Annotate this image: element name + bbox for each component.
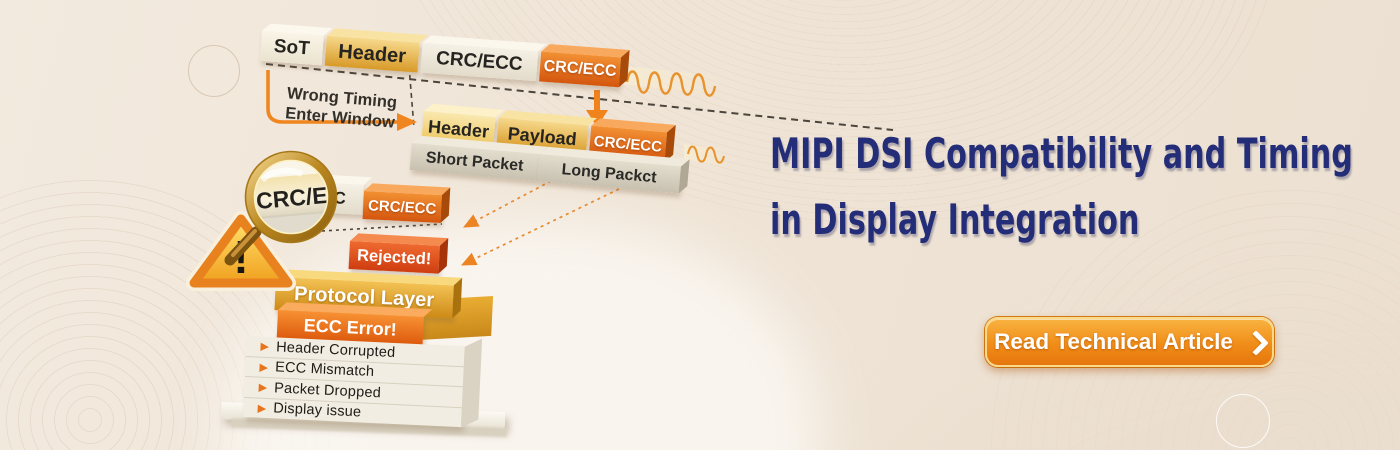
packet1-crc-error-block: CRC/ECC	[539, 51, 622, 88]
dotted-connector-short-packet	[462, 180, 552, 228]
inspection-row: CRC/ECC	[250, 179, 366, 215]
packet1-crc-label: CRC/ECC	[435, 47, 524, 76]
packet1-header-block: Header	[324, 35, 420, 73]
issue-label: Packet Dropped	[273, 380, 382, 402]
long-packet-label: Long Packct	[560, 160, 658, 186]
inspected-crc-bar: CRC/ECC	[250, 179, 364, 215]
read-article-button[interactable]: Read Technical Article	[985, 317, 1274, 367]
headline-line2: in Display Integration	[770, 195, 1140, 244]
rejected-row: Rejected!	[348, 241, 443, 274]
bar-fade-strip-2	[684, 144, 724, 167]
warning-triangle-icon: !	[186, 211, 296, 291]
read-article-button-label: Read Technical Article	[994, 329, 1233, 354]
dashed-window-edge	[408, 65, 415, 129]
chevron-right-icon	[1243, 329, 1269, 356]
packet1-header-label: Header	[337, 40, 407, 68]
triangle-bullet-icon: ▶	[258, 381, 268, 395]
long-packet-base: Long Packct	[537, 154, 681, 194]
triangle-bullet-icon: ▶	[257, 402, 267, 415]
inspection-crc-error-row: CRC/ECC	[362, 191, 445, 224]
packet1-crc-block: CRC/ECC	[420, 42, 539, 82]
ecc-error-label: ECC Error!	[303, 314, 398, 340]
timing-window-note: Wrong Timing Enter Window	[284, 83, 398, 132]
short-packet-label: Short Packet	[425, 148, 525, 175]
inspected-crc-bar-label: CRC/ECC	[267, 184, 347, 208]
rejected-block: Rejected!	[348, 241, 440, 274]
bar-fade-strip-1	[622, 66, 722, 96]
warning-exclamation-mark: !	[233, 231, 248, 283]
inspection-crc-error-block: CRC/ECC	[362, 191, 442, 224]
packet1-sot-label: SoT	[273, 35, 311, 60]
timing-bracket-arrowhead	[397, 113, 417, 131]
rejected-label: Rejected!	[356, 245, 432, 268]
packet1-crc-error-label: CRC/ECC	[543, 57, 618, 81]
issue-label: ECC Mismatch	[274, 359, 375, 381]
signal-wave-1	[625, 70, 717, 97]
headline-line1: MIPI DSI Compatibility and Timing	[770, 129, 1353, 178]
triangle-bullet-icon: ▶	[259, 361, 269, 374]
issue-stack: ▶ Header Corrupted ▶ ECC Mismatch ▶ Pack…	[243, 336, 465, 428]
background-circle-outline-left	[188, 45, 240, 97]
issue-label: Display issue	[272, 400, 362, 421]
issue-label: Header Corrupted	[275, 339, 396, 361]
inspection-crc-error-label: CRC/ECC	[367, 196, 437, 218]
signal-wave-2	[687, 145, 725, 164]
triangle-bullet-icon: ▶	[260, 340, 270, 354]
background-circle-outline-right	[1216, 394, 1270, 448]
short-packet-base: Short Packet	[409, 143, 540, 182]
magnifier-handle-highlight	[231, 229, 257, 257]
magnifier-handle	[224, 226, 262, 266]
dotted-reject-line	[321, 223, 443, 232]
dotted-connector-long-packet	[460, 188, 620, 266]
headline: MIPI DSI Compatibility and Timing in Dis…	[770, 132, 1400, 242]
packet1-sot-block: SoT	[259, 31, 324, 66]
packet-row-1: SoT Header CRC/ECC CRC/ECC	[259, 31, 624, 88]
